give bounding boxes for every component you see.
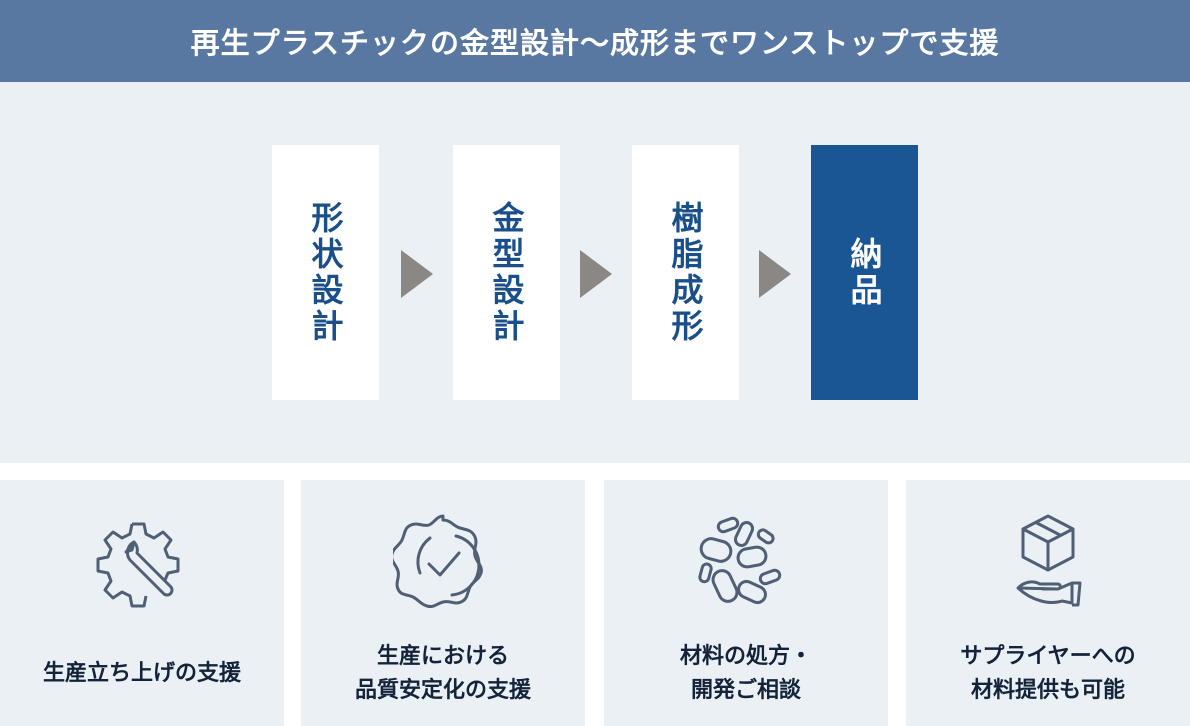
box-in-hand-icon: [1016, 514, 1082, 607]
step-resin-molding: 樹脂成形: [632, 145, 739, 400]
step-mold-design: 金型設計: [453, 145, 560, 400]
feature-label: 材料の処方・: [679, 644, 812, 669]
feature-label: 生産立ち上げの支援: [42, 661, 241, 686]
feature-label: サプライヤーへの: [960, 644, 1136, 669]
feature-label-line2: 品質安定化の支援: [354, 678, 531, 703]
step-shape-design: 形状設計: [272, 145, 379, 400]
feature-card-quality: 生産における品質安定化の支援: [301, 480, 585, 726]
quality-badge-check-icon: [393, 514, 483, 608]
step-label: 樹脂成形: [666, 200, 705, 345]
resin-pellets-icon: [698, 516, 782, 605]
arrow-right-icon: [580, 250, 612, 298]
feature-card-startup: 生産立ち上げの支援: [0, 480, 284, 726]
step-label: 形状設計: [306, 200, 345, 345]
page-header: 再生プラスチックの金型設計〜成形までワンストップで支援: [0, 0, 1190, 82]
feature-card-supply: サプライヤーへの材料提供も可能: [906, 480, 1190, 726]
feature-label-line2: 開発ご相談: [690, 678, 801, 703]
step-label: 金型設計: [487, 200, 526, 345]
arrow-right-icon: [759, 250, 791, 298]
step-delivery: 納品: [811, 145, 918, 400]
header-title: 再生プラスチックの金型設計〜成形までワンストップで支援: [190, 26, 1000, 60]
arrow-right-icon: [401, 250, 433, 298]
feature-card-materials: 材料の処方・開発ご相談: [604, 480, 888, 726]
feature-label-line2: 材料提供も可能: [970, 678, 1125, 703]
step-label: 納品: [845, 236, 884, 309]
process-flow: 形状設計 金型設計 樹脂成形 納品: [0, 82, 1190, 463]
gear-wrench-icon: [96, 522, 180, 608]
feature-label: 生産における: [376, 644, 509, 669]
